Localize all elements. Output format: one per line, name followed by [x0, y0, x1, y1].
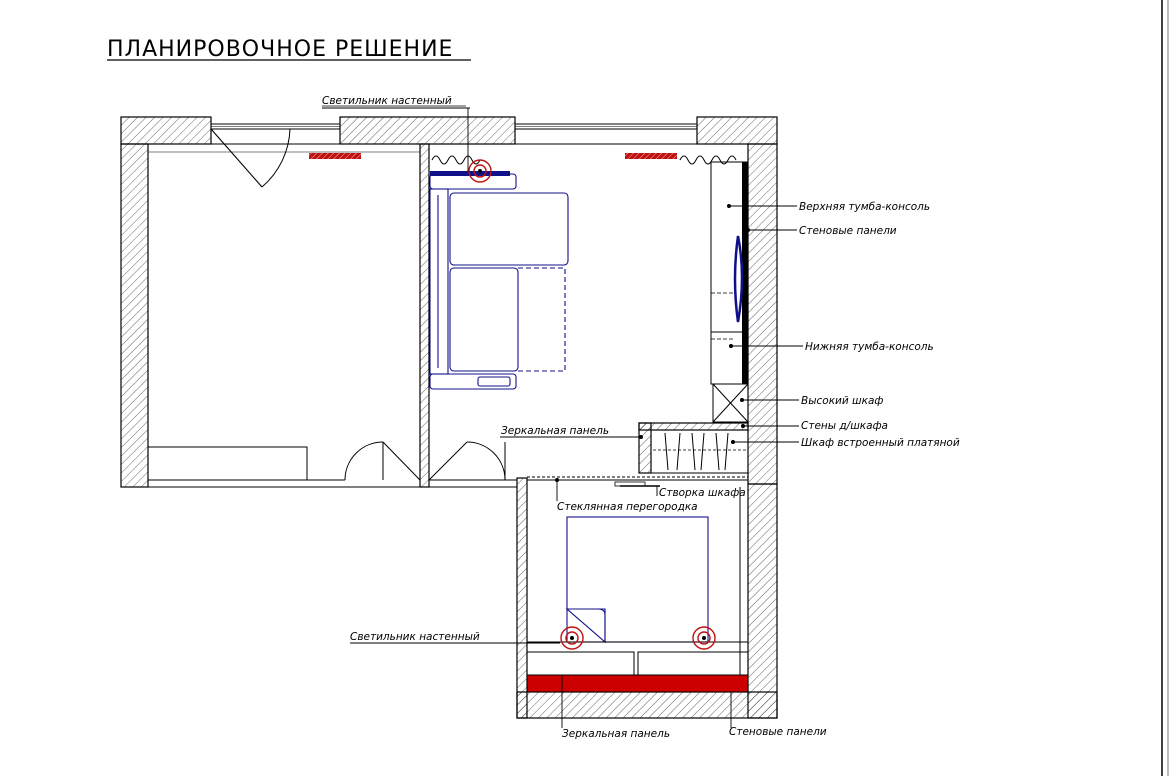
label-glass-partition: Стеклянная перегородка	[557, 501, 698, 513]
label-upper-console: Верхняя тумба-консоль	[799, 201, 930, 213]
wall-right-lower	[747, 483, 778, 719]
label-wardrobe-door: Створка шкафа	[659, 487, 746, 499]
tall-cabinet	[712, 383, 749, 423]
door-swing-icon	[344, 441, 506, 481]
label-lower-console: Нижняя тумба-консоль	[805, 341, 934, 353]
wardrobe-door	[614, 481, 660, 487]
cabinet-wall-horizontal	[638, 422, 749, 431]
sofa	[429, 171, 569, 390]
partition-vertical	[419, 143, 430, 488]
label-mirror-panel-bottom: Зеркальная панель	[562, 728, 670, 740]
wall-lamp-icon	[560, 626, 584, 650]
wall-lamp-icon	[692, 626, 716, 650]
wall-top-left	[120, 116, 212, 145]
label-wardrobe: Шкаф встроенный платяной	[801, 437, 960, 449]
tv-icon	[733, 235, 744, 323]
wall-bath-left	[516, 477, 528, 719]
door-swing-icon	[210, 128, 291, 188]
wall-bath-bottom	[516, 691, 778, 719]
page-title: ПЛАНИРОВОЧНОЕ РЕШЕНИЕ	[107, 37, 453, 62]
walls	[120, 116, 778, 719]
bed	[526, 516, 749, 693]
wall-top-middle	[339, 116, 516, 145]
room-outlines	[147, 143, 748, 692]
label-cabinet-walls: Стены д/шкафа	[801, 420, 888, 432]
label-mirror-panel-mid: Зеркальная панель	[501, 425, 609, 437]
leader-lines	[322, 107, 803, 728]
label-wall-panels-bottom: Стеновые панели	[729, 726, 827, 738]
label-tall-cabinet: Высокий шкаф	[801, 395, 883, 407]
label-lamp-bottom: Светильник настенный	[350, 631, 480, 643]
curtain-icon	[431, 155, 481, 165]
label-wall-panels-right: Стеновые панели	[799, 225, 897, 237]
windows	[210, 123, 698, 130]
wall-right-upper	[747, 143, 778, 485]
wall-left	[120, 143, 149, 488]
curtain-icon	[679, 155, 737, 165]
label-lamp-top: Светильник настенный	[322, 95, 452, 107]
wardrobe	[650, 429, 749, 474]
wall-top-right	[696, 116, 778, 145]
wall-lamp-icon	[468, 159, 492, 183]
